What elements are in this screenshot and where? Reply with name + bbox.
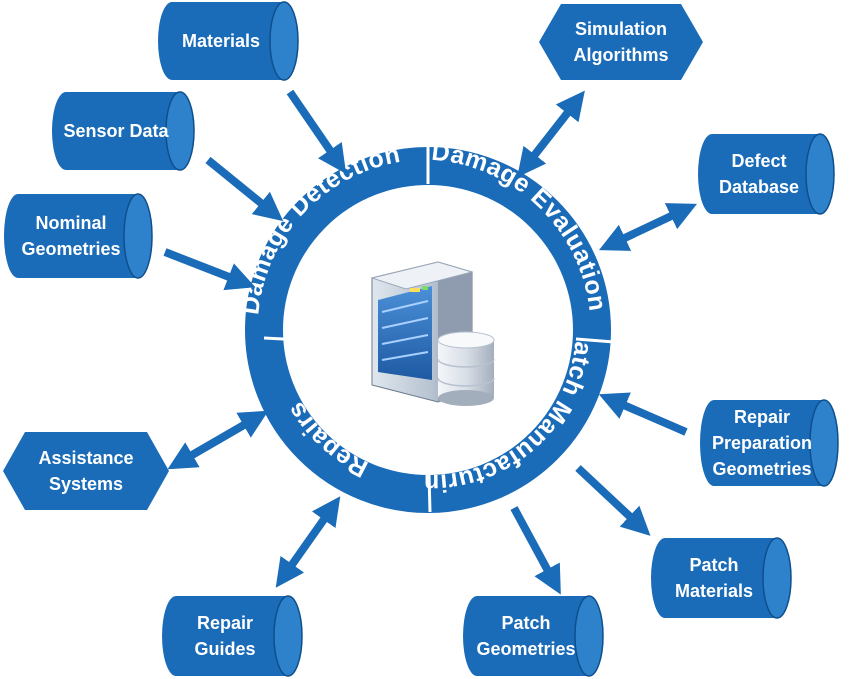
hexagon-shape xyxy=(539,4,703,80)
cylinder-cap xyxy=(273,595,303,677)
node-label: Geometries xyxy=(712,459,811,479)
ring-divider xyxy=(427,473,432,513)
arrow-defect-database-to-damage-evaluation xyxy=(598,203,698,251)
arrow-materials-to-damage-detection xyxy=(286,89,347,174)
arrow-repair-guides-to-repairs xyxy=(275,496,341,588)
cylinder-cap xyxy=(269,1,299,81)
node-sensor-data: Sensor Data xyxy=(52,91,195,171)
cylinder-shape xyxy=(698,134,834,214)
node-materials: Materials xyxy=(158,1,299,81)
cylinder-cap xyxy=(123,193,153,279)
node-label: Geometries xyxy=(21,239,120,259)
cylinder-cap xyxy=(809,399,839,487)
node-label: Systems xyxy=(49,474,123,494)
node-label: Repair xyxy=(734,407,790,427)
cylinder-shape xyxy=(4,194,152,278)
node-label: Database xyxy=(719,177,799,197)
node-label: Repair xyxy=(197,613,253,633)
node-label: Guides xyxy=(194,639,255,659)
node-label: Geometries xyxy=(476,639,575,659)
cylinder-shape xyxy=(52,92,194,170)
cylinder-cap xyxy=(165,91,195,171)
arrow-patch-manufacturing-to-patch-geometries xyxy=(510,506,561,595)
node-label: Patch xyxy=(689,555,738,575)
node-label: Algorithms xyxy=(573,45,668,65)
node-label: Simulation xyxy=(575,19,667,39)
arrow-repair-preparation-geometries-to-patch-manufacturing xyxy=(598,392,688,436)
ring-divider xyxy=(575,337,615,344)
node-label: Materials xyxy=(182,31,260,51)
arrow-simulation-algorithms-to-damage-evaluation xyxy=(517,90,585,178)
cylinder-shape xyxy=(651,538,791,618)
node-label: Defect xyxy=(731,151,786,171)
cylinder-shape xyxy=(463,596,603,676)
node-label: Preparation xyxy=(712,433,812,453)
cylinder-shape xyxy=(162,596,302,676)
cylinder-cap xyxy=(805,133,835,215)
arrow-patch-manufacturing-to-patch-materials xyxy=(575,465,651,536)
cylinder-shape xyxy=(158,2,298,80)
node-label: Materials xyxy=(675,581,753,601)
node-label: Sensor Data xyxy=(63,121,169,141)
arrow-assistance-systems-to-repairs xyxy=(167,410,269,470)
ring-divider xyxy=(263,336,303,342)
hexagon-shape xyxy=(3,432,169,510)
arrow-sensor-data-to-damage-detection xyxy=(205,156,284,222)
cylinder-cap xyxy=(762,537,792,619)
node-label: Patch xyxy=(501,613,550,633)
node-label: Assistance xyxy=(38,448,133,468)
cylinder-shape xyxy=(700,400,838,486)
node-label: Nominal xyxy=(35,213,106,233)
arrow-nominal-geometries-to-damage-detection xyxy=(163,248,256,291)
cylinder-cap xyxy=(574,595,604,677)
server-database-icon xyxy=(370,261,495,406)
